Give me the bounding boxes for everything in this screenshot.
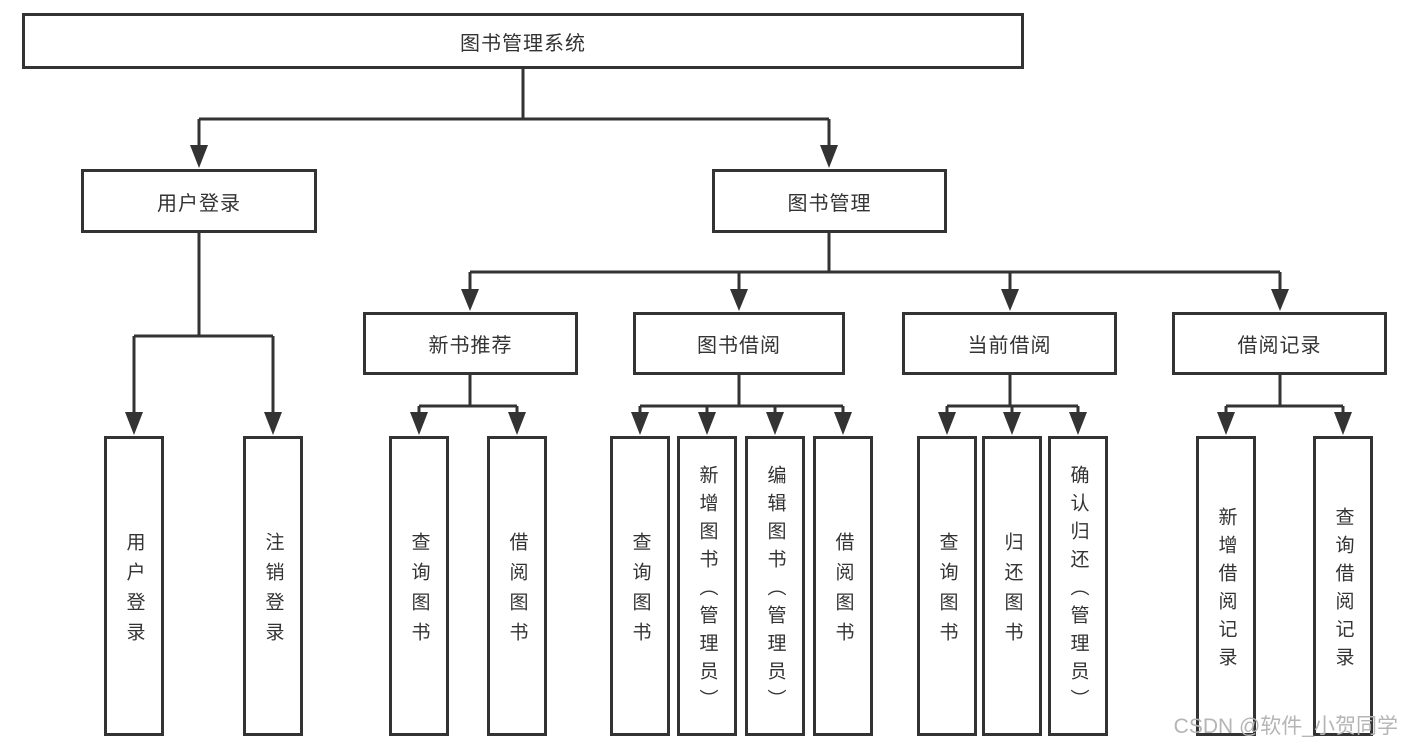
leaf-confirm-return-admin: 确认归还（管理员） bbox=[1048, 436, 1108, 736]
leaf-query-book-3-label: 查询图书 bbox=[936, 531, 958, 652]
leaf-borrow-book-1-label: 借阅图书 bbox=[506, 531, 528, 652]
leaf-borrow-book-2-label: 借阅图书 bbox=[832, 531, 854, 652]
node-book-borrow: 图书借阅 bbox=[633, 312, 845, 375]
node-root: 图书管理系统 bbox=[22, 13, 1024, 69]
leaf-edit-book-admin: 编辑图书（管理员） bbox=[745, 436, 805, 736]
leaf-add-book-admin: 新增图书（管理员） bbox=[677, 436, 737, 736]
arrowheads bbox=[125, 145, 1352, 435]
node-book-management-label: 图书管理 bbox=[787, 192, 872, 215]
leaf-confirm-return-admin-label: 确认归还（管理员） bbox=[1067, 464, 1089, 717]
leaf-return-book: 归还图书 bbox=[982, 436, 1042, 736]
node-borrow-record: 借阅记录 bbox=[1172, 312, 1387, 375]
leaf-query-book-1-label: 查询图书 bbox=[408, 531, 430, 652]
node-user-login-group-label: 用户登录 bbox=[157, 192, 241, 215]
node-borrow-record-label: 借阅记录 bbox=[1237, 335, 1322, 357]
leaf-query-book-3: 查询图书 bbox=[917, 436, 977, 736]
node-current-borrow: 当前借阅 bbox=[902, 312, 1117, 375]
leaf-borrow-book-1: 借阅图书 bbox=[487, 436, 547, 736]
node-root-label: 图书管理系统 bbox=[460, 32, 586, 55]
node-book-borrow-label: 图书借阅 bbox=[697, 335, 781, 357]
node-current-borrow-label: 当前借阅 bbox=[967, 335, 1052, 357]
leaf-add-book-admin-label: 新增图书（管理员） bbox=[696, 464, 718, 717]
node-new-book-recommend-label: 新书推荐 bbox=[428, 335, 513, 357]
leaf-add-borrow-record-label: 新增借阅记录 bbox=[1215, 506, 1237, 675]
leaf-logout-label: 注销登录 bbox=[262, 531, 284, 652]
watermark-text: CSDN @软件_小贺同学 bbox=[1173, 715, 1398, 738]
leaf-query-book-1: 查询图书 bbox=[389, 436, 449, 736]
node-new-book-recommend: 新书推荐 bbox=[363, 312, 578, 375]
leaf-query-borrow-record-label: 查询借阅记录 bbox=[1332, 506, 1354, 675]
leaf-edit-book-admin-label: 编辑图书（管理员） bbox=[764, 464, 786, 717]
node-user-login-group: 用户登录 bbox=[81, 169, 317, 233]
leaf-query-book-2: 查询图书 bbox=[610, 436, 670, 736]
leaf-query-borrow-record: 查询借阅记录 bbox=[1313, 436, 1373, 736]
leaf-query-book-2-label: 查询图书 bbox=[629, 531, 651, 652]
leaf-add-borrow-record: 新增借阅记录 bbox=[1196, 436, 1256, 736]
leaf-return-book-label: 归还图书 bbox=[1001, 531, 1023, 652]
leaf-user-login-label: 用户登录 bbox=[123, 531, 145, 652]
leaf-logout: 注销登录 bbox=[243, 436, 303, 736]
leaf-borrow-book-2: 借阅图书 bbox=[813, 436, 873, 736]
node-book-management: 图书管理 bbox=[712, 169, 947, 233]
leaf-user-login: 用户登录 bbox=[104, 436, 164, 736]
